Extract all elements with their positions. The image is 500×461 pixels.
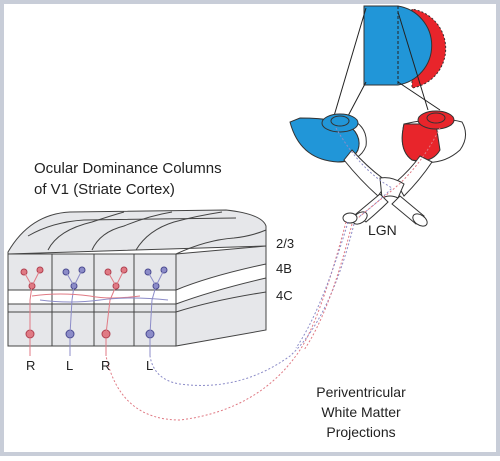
column-label-l-2: L xyxy=(146,358,154,373)
projection-fibers xyxy=(105,221,355,421)
projection-line-2: White Matter xyxy=(321,404,401,420)
cortex-block xyxy=(7,209,267,347)
projection-label: Periventricular White Matter Projections xyxy=(296,382,426,442)
neuron-connections xyxy=(23,269,169,335)
axons xyxy=(29,338,151,356)
optic-chiasm xyxy=(343,149,433,227)
lgn-node xyxy=(342,212,358,224)
right-eye-neurons xyxy=(20,266,128,339)
diagram-title: Ocular Dominance Columns of V1 (Striate … xyxy=(34,158,222,200)
title-line-2: of V1 (Striate Cortex) xyxy=(34,181,175,198)
column-label-r-2: R xyxy=(101,358,111,373)
layer-label-4c: 4C xyxy=(276,288,293,303)
layer-label-4b: 4B xyxy=(276,261,292,276)
column-label-r-1: R xyxy=(26,358,36,373)
projection-line-3: Projections xyxy=(326,424,396,440)
retinal-fibers xyxy=(335,127,441,219)
visual-field-lines xyxy=(333,7,441,117)
lgn-label: LGN xyxy=(368,222,397,238)
title-line-1: Ocular Dominance Columns xyxy=(34,160,222,177)
right-eye xyxy=(401,110,466,163)
layer-label-2-3: 2/3 xyxy=(276,236,295,251)
column-label-l-1: L xyxy=(66,358,74,373)
projection-line-1: Periventricular xyxy=(316,384,406,400)
